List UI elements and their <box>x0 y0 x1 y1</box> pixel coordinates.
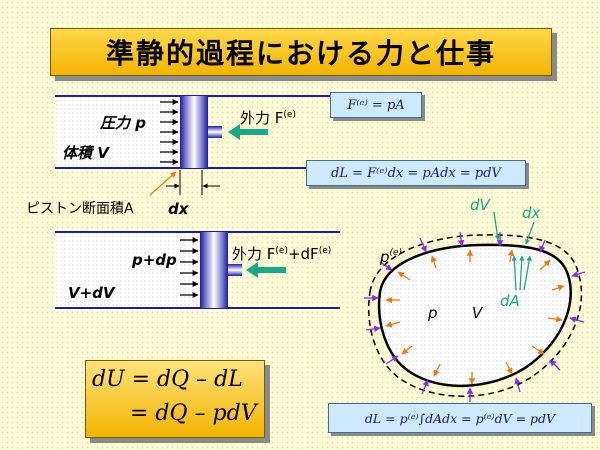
blob-pe-label: p(e) <box>379 248 402 266</box>
work-equation-box: dL = F⁽ᵉ⁾dx = pAdx = pdV <box>306 160 526 186</box>
top-cylinder: 圧力 p 体積 V 外力 F(e) <box>55 95 330 169</box>
top-piston <box>180 96 208 168</box>
dx-label: dx <box>168 200 190 218</box>
blob-internal-pressure-arrows <box>385 249 565 385</box>
dx-dimension: dx ピストン断面積A <box>26 170 220 218</box>
top-pressure-label: 圧力 p <box>99 114 146 132</box>
blob-work-equation-box: dL = p⁽ᵉ⁾∫dAdx = p⁽ᵉ⁾dV = pdV <box>328 403 592 433</box>
bottom-volume-label: V+dV <box>68 284 116 302</box>
bottom-external-force-arrow <box>246 262 286 278</box>
blob-inner-boundary <box>377 243 572 387</box>
blob-dx-label: dx <box>522 204 541 222</box>
page-title: 準静的過程における力と仕事 <box>105 37 496 70</box>
blob-work-equation: dL = p⁽ᵉ⁾∫dAdx = p⁽ᵉ⁾dV = pdV <box>364 410 556 426</box>
top-external-force-arrow <box>228 124 268 140</box>
force-equation-box: F⁽ᵉ⁾ = pA <box>330 92 422 118</box>
bottom-cylinder: p+dp V+dV 外力 F(e)+dF(e) <box>55 231 340 309</box>
blob-external-pressure-arrows <box>364 231 586 402</box>
blob-dV-label: dV <box>470 196 492 214</box>
bottom-pressure-arrows <box>180 237 199 298</box>
bottom-pressure-label: p+dp <box>131 251 177 269</box>
energy-equation-line1: dU = dQ – dL <box>92 367 243 392</box>
blob-differential-arrows <box>493 211 535 291</box>
title-banner: 準静的過程における力と仕事 <box>50 28 552 76</box>
energy-equation-line2: = dQ – pdV <box>130 401 257 426</box>
work-equation: dL = F⁽ᵉ⁾dx = pAdx = pdV <box>331 165 501 181</box>
energy-equation-box: dU = dQ – dL = dQ – pdV <box>85 360 265 438</box>
top-external-force-label: 外力 F(e) <box>240 109 296 127</box>
piston-area-pointer <box>149 171 177 196</box>
top-piston-rod <box>208 126 222 138</box>
bottom-external-force-label: 外力 F(e)+dF(e) <box>232 245 331 263</box>
force-equation: F⁽ᵉ⁾ = pA <box>347 97 405 113</box>
blob-p-label: p <box>427 304 438 322</box>
piston-area-label: ピストン断面積A <box>26 201 134 217</box>
blob-V-label: V <box>472 304 484 322</box>
top-volume-label: 体積 V <box>62 144 110 162</box>
bottom-piston <box>200 232 228 308</box>
top-pressure-arrows <box>160 99 179 165</box>
bottom-piston-rod <box>228 264 242 276</box>
blob-outer-boundary <box>367 234 583 397</box>
blob-dA-label: dA <box>500 292 520 310</box>
volume-blob: p(e) dV dx dA p V <box>364 196 586 402</box>
